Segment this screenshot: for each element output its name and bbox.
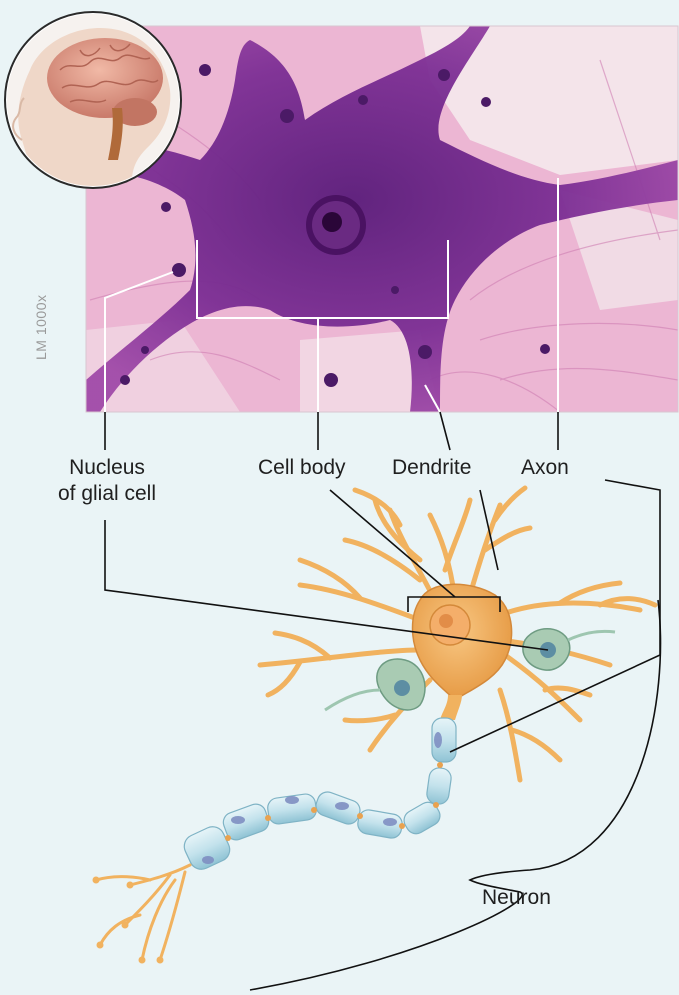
micrograph: [86, 26, 678, 412]
axon-label: Axon: [521, 456, 569, 479]
glial-nucleus-label: Nucleus of glial cell: [42, 455, 172, 507]
cell-body-label: Cell body: [258, 456, 346, 479]
illustration-leaders: [104, 479, 662, 991]
magnification-label: LM 1000x: [33, 294, 49, 360]
glial-nucleus-label-text: Nucleus of glial cell: [57, 456, 157, 505]
neuron-illustration: [92, 485, 658, 964]
neuron-label: Neuron: [482, 886, 551, 909]
brain-inset-icon: [4, 11, 182, 189]
micrograph-leaders: [104, 178, 559, 413]
lower-leaders: [104, 411, 559, 451]
dendrite-label: Dendrite: [392, 456, 472, 479]
